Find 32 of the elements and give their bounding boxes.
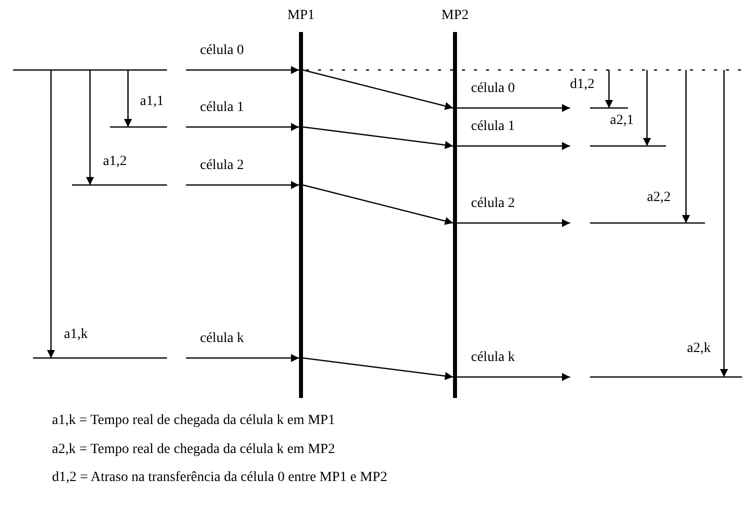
arrow xyxy=(457,219,570,227)
edge-label: célula 0 xyxy=(200,43,244,59)
measure-label: a1,k xyxy=(64,327,88,343)
measure-label: a2,1 xyxy=(610,113,634,129)
measure-label: a2,2 xyxy=(647,190,671,206)
arrow xyxy=(302,357,454,380)
arrow xyxy=(186,181,299,189)
arrow xyxy=(186,354,299,362)
arrow xyxy=(302,184,454,225)
timeline-label: MP2 xyxy=(440,8,470,24)
edge-label: célula k xyxy=(471,350,515,366)
arrow xyxy=(457,104,570,112)
measure-label: d1,2 xyxy=(570,77,594,93)
arrow xyxy=(457,373,570,381)
measure-label: a2,k xyxy=(687,341,711,357)
arrow xyxy=(302,126,454,149)
arrow xyxy=(302,69,454,110)
edge-label: célula 0 xyxy=(471,81,515,97)
edge-label: célula 2 xyxy=(200,158,244,174)
legend-note: a1,k = Tempo real de chegada da célula k em MP1 xyxy=(52,413,336,429)
measure-label: a1,1 xyxy=(140,94,164,110)
timeline-label: MP1 xyxy=(286,8,316,24)
edge-label: célula 1 xyxy=(200,100,244,116)
legend-note: a2,k = Tempo real de chegada da célula k em MP2 xyxy=(52,442,336,458)
measure-label: a1,2 xyxy=(103,154,127,170)
arrow xyxy=(457,142,570,150)
arrow xyxy=(186,123,299,131)
edge-label: célula k xyxy=(200,331,244,347)
legend-note: d1,2 = Atraso na transferência da célula 0 entre MP1 e MP2 xyxy=(52,470,388,486)
arrow xyxy=(186,66,299,74)
edge-label: célula 1 xyxy=(471,119,515,135)
edge-label: célula 2 xyxy=(471,196,515,212)
